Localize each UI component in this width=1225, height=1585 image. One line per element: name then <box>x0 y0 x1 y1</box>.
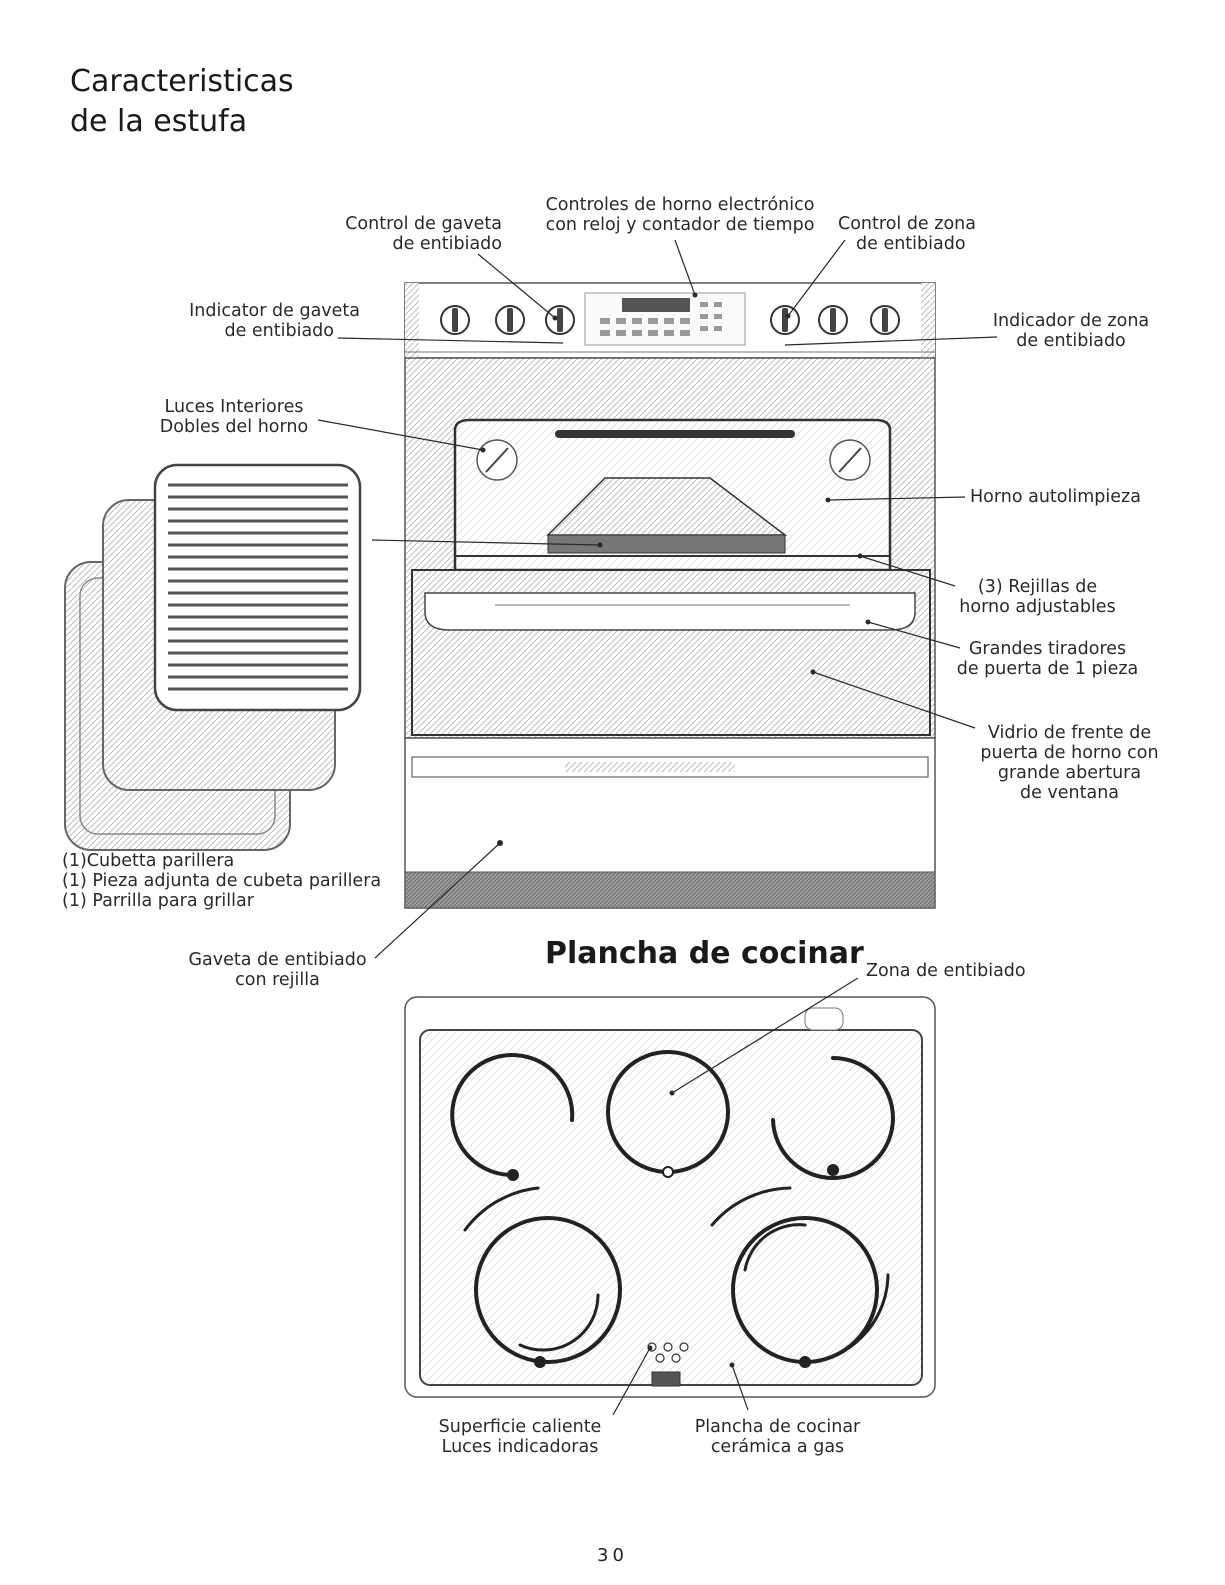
label-oven-racks: (3) Rejillas de horno adjustables <box>959 577 1116 617</box>
knob-2 <box>495 305 525 335</box>
drawer-control-knob <box>545 305 575 335</box>
title-line-2: de la estufa <box>70 104 248 139</box>
label-warming-drawer: Gaveta de entibiado con rejilla <box>188 950 367 990</box>
broiler-pan-in-oven <box>546 477 788 554</box>
cooktop-title: Plancha de cocinar <box>545 936 864 971</box>
knob-1 <box>440 305 470 335</box>
burner-left-front <box>474 1216 622 1364</box>
hot-surface-indicator-lights <box>647 1342 689 1363</box>
label-drawer-indicator: Indicator de gaveta de entibiado <box>189 301 360 341</box>
page-number: 30 <box>597 1545 628 1566</box>
knob-6 <box>870 305 900 335</box>
cooktop <box>404 996 936 1398</box>
label-zone-control: Control de zona de entibiado <box>838 214 976 254</box>
label-broiler-accessories: (1)Cubetta parillera (1) Pieza adjunta d… <box>62 851 382 911</box>
interior-light-right <box>829 439 871 481</box>
door-handle <box>424 592 916 631</box>
label-drawer-control: Control de gaveta de entibiado <box>345 214 502 254</box>
label-door-handles: Grandes tiradores de puerta de 1 pieza <box>956 639 1139 679</box>
page-title: Caracteristicas de la estufa <box>70 62 294 142</box>
electronic-control-panel <box>584 292 746 346</box>
label-ceramic-cooktop: Plancha de cocinar cerámica a gas <box>694 1417 861 1457</box>
knob-5 <box>818 305 848 335</box>
burner-left-rear <box>450 1053 575 1178</box>
label-self-clean-oven: Horno autolimpieza <box>970 487 1141 507</box>
broiler-grill <box>153 463 362 712</box>
cooktop-badge <box>804 1007 844 1031</box>
broiler-accessories <box>64 463 362 851</box>
cooktop-glass <box>419 1029 923 1386</box>
burner-right-rear <box>771 1056 895 1180</box>
range-body <box>404 282 936 909</box>
label-door-glass: Vidrio de frente de puerta de horno con … <box>980 723 1159 803</box>
leader-lines <box>317 239 998 1416</box>
title-line-1: Caracteristicas <box>70 64 294 99</box>
label-hot-surface-lights: Superficie caliente Luces indicadoras <box>438 1417 602 1457</box>
brand-plate <box>651 1371 681 1387</box>
label-zone-indicator: Indicador de zona de entibiado <box>992 311 1150 351</box>
label-interior-lights: Luces Interiores Dobles del horno <box>159 397 309 437</box>
zone-control-knob <box>770 305 800 335</box>
interior-light-left <box>476 439 518 481</box>
label-warm-zone: Zona de entibiado <box>866 961 1026 981</box>
drawer-kickplate <box>404 871 936 909</box>
label-electronic-controls: Controles de horno electrónico con reloj… <box>545 195 815 235</box>
